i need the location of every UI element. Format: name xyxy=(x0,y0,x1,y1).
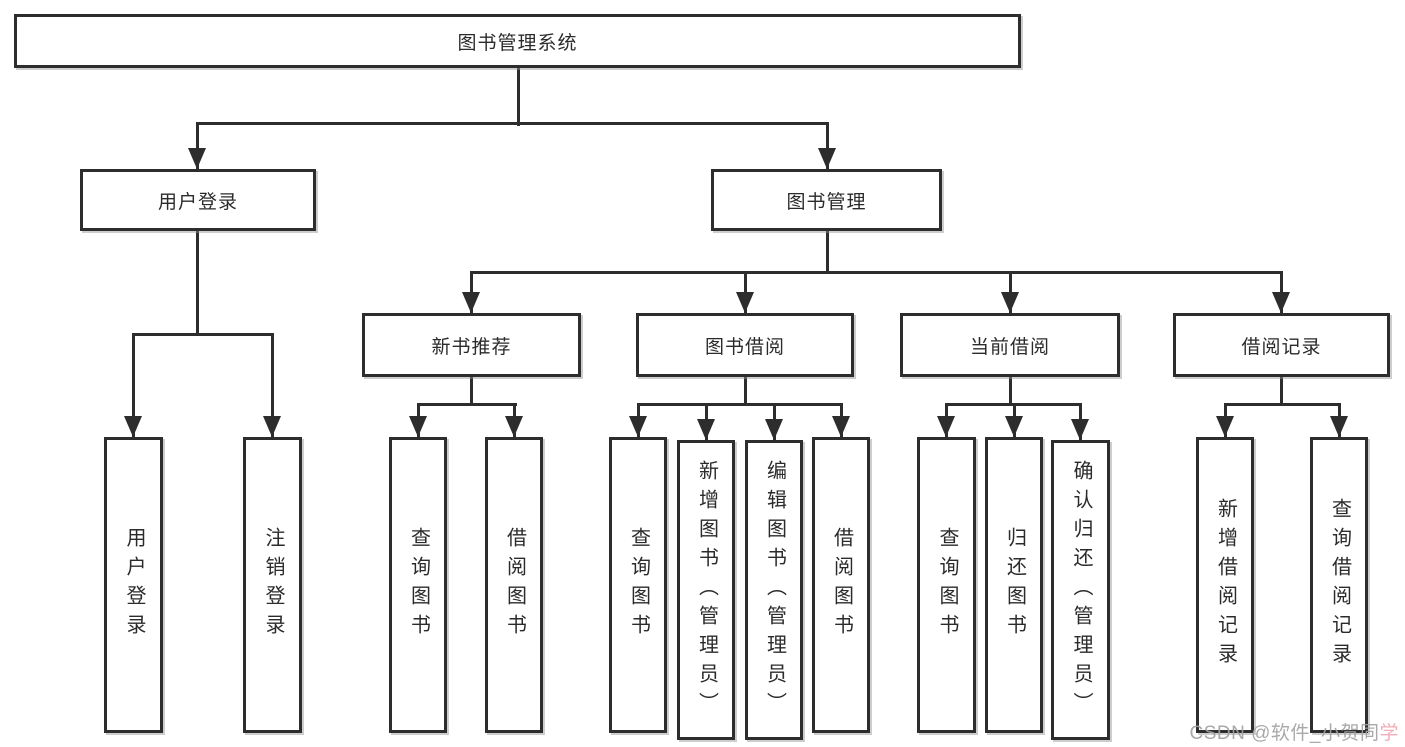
leaf-current-return: 归还图书 xyxy=(985,437,1043,733)
leaf-current-return-label: 归还图书 xyxy=(1003,527,1026,643)
arrowhead-down-icon xyxy=(736,292,754,313)
leaf-borrow-edit-admin: 编辑图书（管理员） xyxy=(745,440,803,740)
node-book-borrow: 图书借阅 xyxy=(636,313,854,377)
leaf-current-query-label: 查询图书 xyxy=(936,527,958,643)
arrowhead-down-icon xyxy=(1071,419,1089,440)
connector-hline xyxy=(417,403,517,406)
arrowhead-down-icon xyxy=(937,416,955,437)
arrowhead-down-icon xyxy=(1005,416,1023,437)
leaf-borrow-borrow: 借阅图书 xyxy=(812,437,870,733)
leaf-borrow-query-label: 查询图书 xyxy=(627,527,650,643)
watermark-suffix: 学 xyxy=(1379,723,1399,744)
arrowhead-down-icon xyxy=(1330,416,1348,437)
node-root-label: 图书管理系统 xyxy=(457,32,578,54)
leaf-record-query-label: 查询借阅记录 xyxy=(1328,498,1351,672)
leaf-borrow-add-admin-label: 新增图书（管理员） xyxy=(695,459,718,721)
leaf-user-login: 用户登录 xyxy=(104,437,163,733)
arrowhead-down-icon xyxy=(462,292,480,313)
connector-vline xyxy=(826,122,829,169)
connector-vline xyxy=(744,377,747,406)
connector-hline xyxy=(470,271,1283,274)
node-current-borrow-label: 当前借阅 xyxy=(969,336,1050,358)
arrowhead-down-icon xyxy=(765,419,783,440)
arrowhead-down-icon xyxy=(409,416,427,437)
node-new-book-recommend: 新书推荐 xyxy=(362,313,581,377)
connector-hline xyxy=(132,333,274,336)
connector-vline xyxy=(196,122,199,169)
arrowhead-down-icon xyxy=(505,416,523,437)
leaf-record-query: 查询借阅记录 xyxy=(1310,437,1368,733)
leaf-logout-label: 注销登录 xyxy=(262,527,284,643)
connector-vline xyxy=(517,68,520,126)
connector-hline xyxy=(637,403,843,406)
node-borrow-record: 借阅记录 xyxy=(1173,313,1390,377)
arrowhead-down-icon xyxy=(697,419,715,440)
connector-vline xyxy=(470,377,473,406)
arrowhead-down-icon xyxy=(188,148,206,169)
node-book-management: 图书管理 xyxy=(711,169,942,231)
arrowhead-down-icon xyxy=(263,416,281,437)
leaf-newbook-borrow-label: 借阅图书 xyxy=(503,527,526,643)
arrowhead-down-icon xyxy=(832,416,850,437)
leaf-user-login-label: 用户登录 xyxy=(123,527,145,643)
node-current-borrow: 当前借阅 xyxy=(900,313,1120,377)
arrowhead-down-icon xyxy=(1272,292,1290,313)
watermark-prefix: CSDN @软件_小贺同 xyxy=(1189,723,1380,744)
node-user-login-label: 用户登录 xyxy=(157,191,238,213)
leaf-current-confirm-admin: 确认归还（管理员） xyxy=(1051,440,1110,740)
connector-vline xyxy=(1009,377,1012,406)
leaf-record-add: 新增借阅记录 xyxy=(1196,437,1254,733)
leaf-newbook-borrow: 借阅图书 xyxy=(485,437,543,733)
leaf-record-add-label: 新增借阅记录 xyxy=(1214,498,1237,672)
leaf-borrow-query: 查询图书 xyxy=(609,437,667,733)
leaf-borrow-borrow-label: 借阅图书 xyxy=(830,527,853,643)
connector-hline xyxy=(1224,403,1341,406)
connector-vline xyxy=(196,231,199,336)
leaf-newbook-query: 查询图书 xyxy=(389,437,447,733)
connector-vline xyxy=(826,231,829,274)
node-book-borrow-label: 图书借阅 xyxy=(704,336,785,358)
arrowhead-down-icon xyxy=(1216,416,1234,437)
leaf-borrow-add-admin: 新增图书（管理员） xyxy=(677,440,735,740)
arrowhead-down-icon xyxy=(818,148,836,169)
arrowhead-down-icon xyxy=(124,416,142,437)
connector-vline xyxy=(132,333,135,437)
leaf-logout: 注销登录 xyxy=(243,437,302,733)
node-new-book-recommend-label: 新书推荐 xyxy=(431,336,512,358)
leaf-current-query: 查询图书 xyxy=(917,437,976,733)
leaf-borrow-edit-admin-label: 编辑图书（管理员） xyxy=(763,459,786,721)
node-user-login: 用户登录 xyxy=(80,169,316,231)
watermark: CSDN @软件_小贺同学 xyxy=(1190,718,1400,745)
leaf-current-confirm-admin-label: 确认归还（管理员） xyxy=(1070,459,1092,721)
node-book-management-label: 图书管理 xyxy=(786,191,867,213)
arrowhead-down-icon xyxy=(1001,292,1019,313)
node-root: 图书管理系统 xyxy=(14,14,1021,68)
arrowhead-down-icon xyxy=(629,416,647,437)
connector-vline xyxy=(271,333,274,437)
connector-vline xyxy=(1280,377,1283,406)
node-borrow-record-label: 借阅记录 xyxy=(1241,336,1322,358)
connector-hline xyxy=(196,122,829,125)
leaf-newbook-query-label: 查询图书 xyxy=(407,527,430,643)
